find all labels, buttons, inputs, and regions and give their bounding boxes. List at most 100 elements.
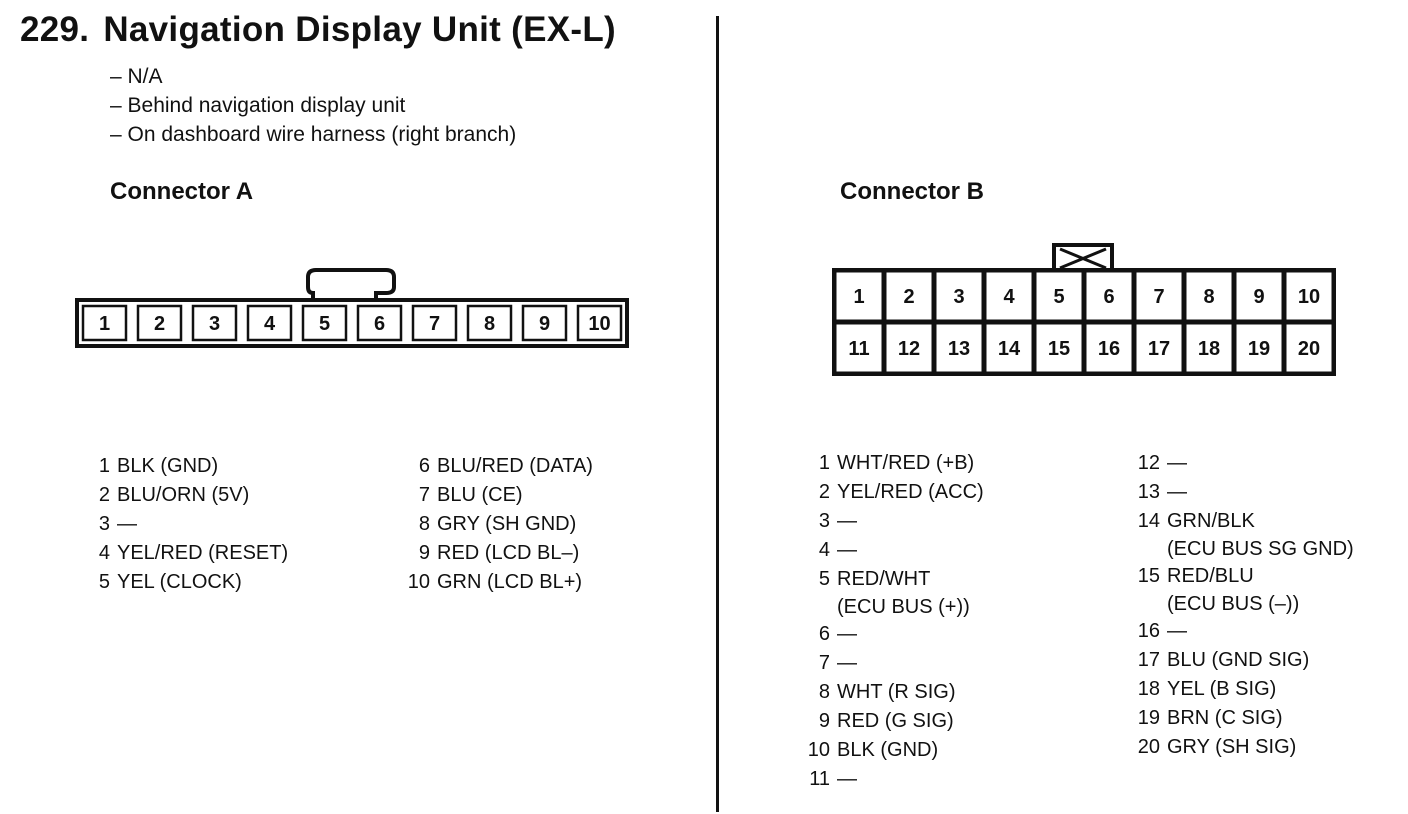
wire-description: GRN (LCD BL+) bbox=[437, 571, 583, 593]
wire-description: RED/WHT bbox=[837, 568, 931, 590]
connector-a-cavity-9 bbox=[521, 304, 568, 342]
connector-b-wire-14-continuation: (ECU BUS SG GND) bbox=[1130, 536, 1354, 562]
connector-b-pin-15: 15 bbox=[1048, 338, 1070, 360]
connector-a-cavity-5 bbox=[301, 304, 348, 342]
connector-b-cavity-3 bbox=[933, 269, 985, 323]
page-title: 229.Navigation Display Unit (EX-L) bbox=[20, 10, 616, 50]
wire-description: YEL/RED (ACC) bbox=[837, 481, 984, 503]
connector-b-pin-17: 17 bbox=[1148, 338, 1170, 360]
connector-b-pin-8: 8 bbox=[1203, 286, 1214, 308]
pin-number: 12 bbox=[1137, 452, 1160, 474]
wire-description: — bbox=[1167, 452, 1187, 474]
wire-description: YEL (CLOCK) bbox=[117, 571, 242, 593]
wire-description: BLU/ORN (5V) bbox=[117, 484, 250, 506]
connector-a-wire-3: 3— bbox=[80, 510, 288, 539]
connector-b-title: Connector B bbox=[840, 178, 984, 205]
connector-b-cavity-17 bbox=[1133, 321, 1185, 375]
connector-a-cavity-6 bbox=[356, 304, 403, 342]
wire-description: BRN (C SIG) bbox=[1167, 707, 1283, 729]
connector-b-cavity-10 bbox=[1283, 269, 1335, 323]
connector-b-pin-19: 19 bbox=[1248, 338, 1270, 360]
connector-a-cavity-1 bbox=[81, 304, 128, 342]
connector-b-pin-12: 12 bbox=[898, 338, 920, 360]
connector-b-cavity-15 bbox=[1033, 321, 1085, 375]
connector-a-pin-5: 5 bbox=[319, 313, 330, 335]
wire-description: — bbox=[837, 768, 857, 790]
pin-number: 9 bbox=[418, 542, 430, 564]
connector-b-wire-3: 3— bbox=[800, 507, 984, 536]
connector-b-cavity-1 bbox=[833, 269, 885, 323]
pin-number: 11 bbox=[809, 768, 830, 790]
note-location: – Behind navigation display unit bbox=[110, 94, 406, 117]
pin-number: 15 bbox=[1137, 565, 1160, 587]
connector-b-pin-9: 9 bbox=[1253, 286, 1264, 308]
connector-b-pin-13: 13 bbox=[948, 338, 970, 360]
connector-b-cavity-6 bbox=[1083, 269, 1135, 323]
connector-b-cavity-11 bbox=[833, 321, 885, 375]
pin-number: 4 bbox=[818, 539, 830, 561]
connector-b-cavity-2 bbox=[883, 269, 935, 323]
connector-b-cavity-12 bbox=[883, 321, 935, 375]
wire-description: BLU (GND SIG) bbox=[1167, 649, 1310, 671]
connector-a-housing bbox=[75, 298, 629, 348]
pin-number: 5 bbox=[818, 568, 830, 590]
connector-b-pin-3: 3 bbox=[953, 286, 964, 308]
pin-number: 8 bbox=[818, 681, 830, 703]
connector-a-cavity-8 bbox=[466, 304, 513, 342]
wire-description: — bbox=[837, 539, 857, 561]
section-title: Navigation Display Unit (EX-L) bbox=[103, 10, 616, 49]
connector-a-pin-8: 8 bbox=[484, 313, 495, 335]
connector-a-pin-2: 2 bbox=[154, 313, 165, 335]
wire-description: YEL (B SIG) bbox=[1167, 678, 1277, 700]
pin-number: 3 bbox=[98, 513, 110, 535]
connector-b-pin-16: 16 bbox=[1098, 338, 1120, 360]
connector-b-pin-14: 14 bbox=[998, 338, 1021, 360]
pin-number: 8 bbox=[418, 513, 430, 535]
connector-b-wire-13: 13— bbox=[1130, 478, 1354, 507]
connector-b-lock-cross bbox=[1059, 247, 1107, 270]
pin-number: 16 bbox=[1137, 620, 1160, 642]
connector-a-pin-1: 1 bbox=[99, 313, 110, 335]
wire-description: BLK (GND) bbox=[837, 739, 939, 761]
connector-b-wire-11: 11 — bbox=[800, 765, 984, 794]
connector-b-cavity-16 bbox=[1083, 321, 1135, 375]
connector-b-wire-18: 18 YEL (B SIG) bbox=[1130, 675, 1354, 704]
connector-b-pin-7: 7 bbox=[1153, 286, 1164, 308]
wire-description: — bbox=[117, 513, 137, 535]
column-divider bbox=[716, 16, 719, 812]
wire-description: GRY (SH GND) bbox=[437, 513, 577, 535]
wire-description: GRY (SH SIG) bbox=[1167, 736, 1297, 758]
connector-b-cavity-18 bbox=[1183, 321, 1235, 375]
pin-number: 2 bbox=[98, 484, 110, 506]
pin-number: 7 bbox=[818, 652, 830, 674]
connector-b-wire-7: 7— bbox=[800, 649, 984, 678]
pin-number: 2 bbox=[818, 481, 830, 503]
connector-b-pin-18: 18 bbox=[1198, 338, 1220, 360]
wire-description: BLK (GND) bbox=[117, 455, 219, 477]
connector-b-wire-4: 4— bbox=[800, 536, 984, 565]
pin-number: 10 bbox=[807, 739, 830, 761]
pin-number: 4 bbox=[98, 542, 110, 564]
pin-number: 5 bbox=[98, 571, 110, 593]
pin-number: 6 bbox=[418, 455, 430, 477]
pin-number: 7 bbox=[418, 484, 430, 506]
connector-a-wire-8: 8 GRY (SH GND) bbox=[400, 510, 593, 539]
connector-a-wire-2: 2 BLU/ORN (5V) bbox=[80, 481, 288, 510]
note-harness: – On dashboard wire harness (right branc… bbox=[110, 123, 517, 146]
connector-b-cavity-13 bbox=[933, 321, 985, 375]
pin-number: 18 bbox=[1137, 678, 1160, 700]
